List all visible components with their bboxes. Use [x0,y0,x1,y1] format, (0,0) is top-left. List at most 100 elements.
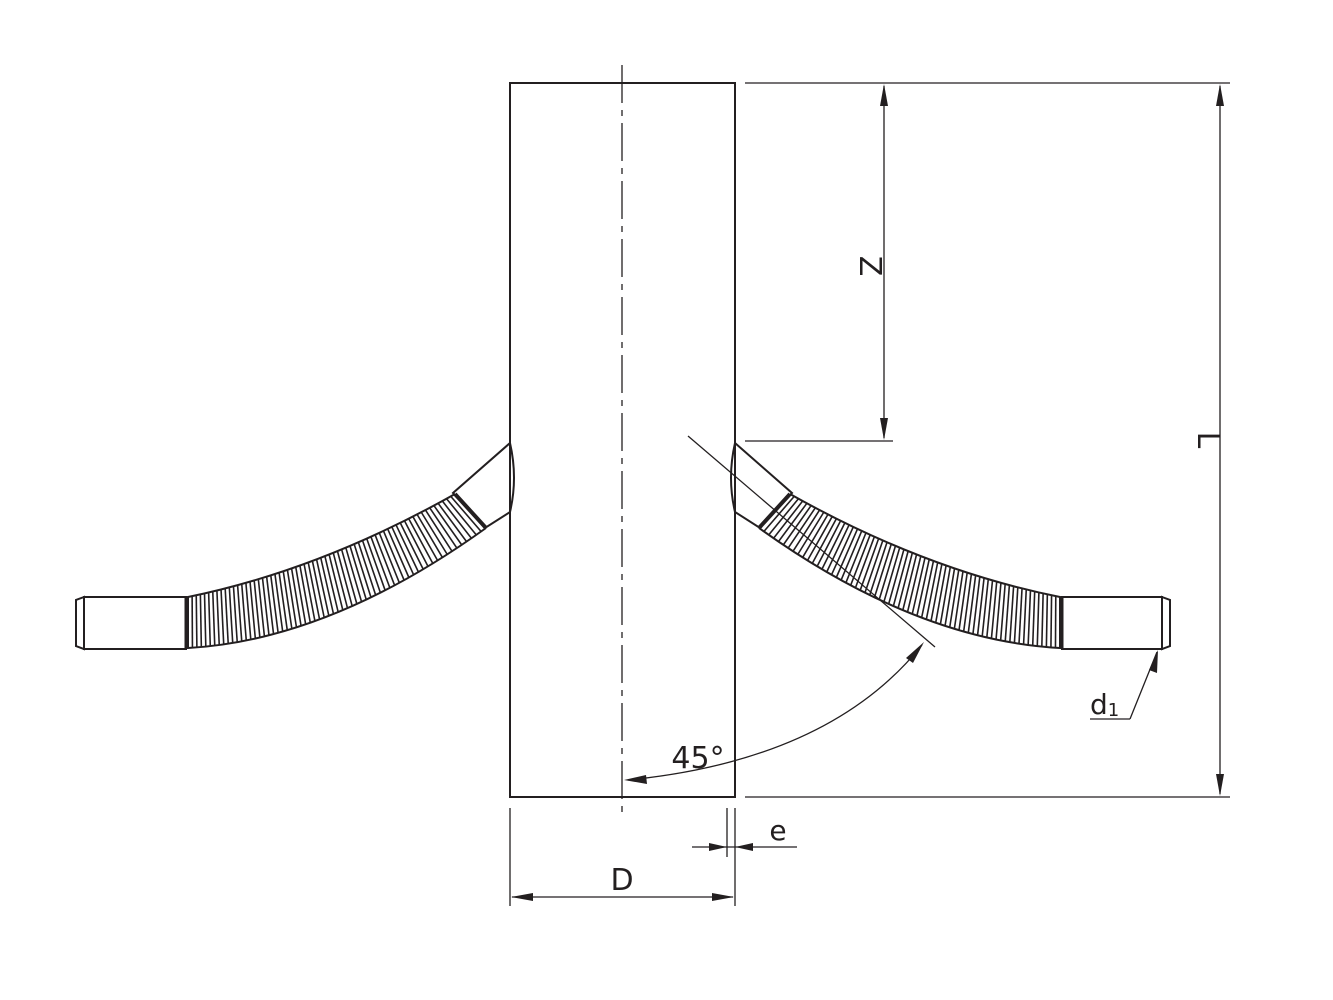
hose-rib [311,560,325,618]
hose-rib [911,557,926,615]
hose-rib [265,576,275,635]
hose-rib [868,542,888,596]
hose-rib [962,573,973,632]
hose-rib [257,579,266,637]
hose-rib [249,581,257,639]
dimension-z: Z [745,82,1230,442]
hose-rib [299,565,312,623]
hose-rib [835,528,859,578]
hose-rib [995,582,1002,640]
arrow-left-icon [624,775,647,784]
hose-rib [806,516,833,561]
hose-rib [1004,585,1011,642]
hose-rib [972,576,981,635]
hose-rib [382,530,405,581]
hose-rib [1036,592,1040,647]
hose-rib [840,530,863,581]
arrow-left-icon [735,843,753,851]
hose-rib [1050,595,1053,648]
hose-rib [224,588,230,644]
hose-rib [797,511,825,555]
hose-rib [303,563,316,622]
hose-rib [286,569,298,628]
hose-rib [920,560,935,618]
dimension-l: L [745,84,1230,798]
hose-rib [864,540,884,593]
hose-rib [199,594,203,648]
hose-rib [811,518,838,564]
arrow-left-icon [511,893,533,901]
hose-rib [787,507,816,549]
hose-rib [948,569,960,628]
right-branch [730,440,1171,651]
hose-rib [916,559,931,617]
hose-rib [887,549,905,605]
hose-rib [1031,591,1036,646]
arrow-down-icon [1216,774,1224,796]
arrow-up-icon [1216,84,1224,106]
hose-rib [236,585,243,642]
hose-rib [399,522,424,570]
arrow-up-icon [880,84,888,106]
dimension-l-label: L [1190,432,1225,449]
hose-rib [374,534,396,586]
hose-rib [353,543,372,598]
hose-rib [357,542,377,596]
hose-rib [944,568,956,627]
hose-rib [763,495,795,532]
hose-rib [332,552,349,609]
dimension-e: e [692,808,797,857]
hose-rib [420,511,448,555]
hose-rib [216,590,221,646]
hose-rib [958,572,968,631]
hose-rib [407,518,434,564]
hose-rib [429,507,458,549]
hose-rib [873,543,893,598]
hose-rib [403,520,429,567]
hose-rib [386,528,410,578]
hose-rib [768,498,800,536]
hose-rib [240,583,248,641]
hose-rib [1045,594,1049,648]
hose-rib [450,495,482,532]
hose-rib [1013,587,1019,644]
hose-rib [1018,588,1023,644]
hose-rib [370,536,391,589]
hose-rib [1022,589,1028,645]
hose-rib [416,514,444,558]
hose-rib [245,582,252,640]
hose-rib [391,526,415,576]
hose-rib [253,580,261,638]
arrow-right-icon [709,843,727,851]
hose-rib [792,509,821,552]
hose-rib [777,502,808,543]
hose-rib [328,554,344,611]
dimension-e-label: e [769,814,786,847]
hose-rib [294,566,307,625]
hose-rib [232,586,239,643]
hose-rib [854,536,876,589]
hose-rib [319,557,335,615]
hose-rib [967,575,977,633]
dimension-z-label: Z [852,256,887,277]
hose-rib [269,575,279,633]
hose-corrugations [191,495,482,648]
corrugated-hose [187,493,487,650]
spigot-end [1061,596,1163,650]
hose-rib [845,532,867,584]
hose-rib [883,547,901,603]
hose-rib [203,593,207,647]
hose-rib [207,592,212,647]
hose-rib [1009,586,1015,643]
hose-rib [437,502,468,543]
arrow-up-right-icon [906,642,924,663]
hose-rib [906,555,922,613]
hose-rib [345,547,363,603]
hose-rib [953,571,964,629]
hose-rib [395,524,420,573]
dimension-d: D [509,808,736,906]
hose-rib [902,554,918,611]
hose-rib [897,552,914,609]
hose-rib [195,595,198,648]
hose-rib [859,538,880,591]
